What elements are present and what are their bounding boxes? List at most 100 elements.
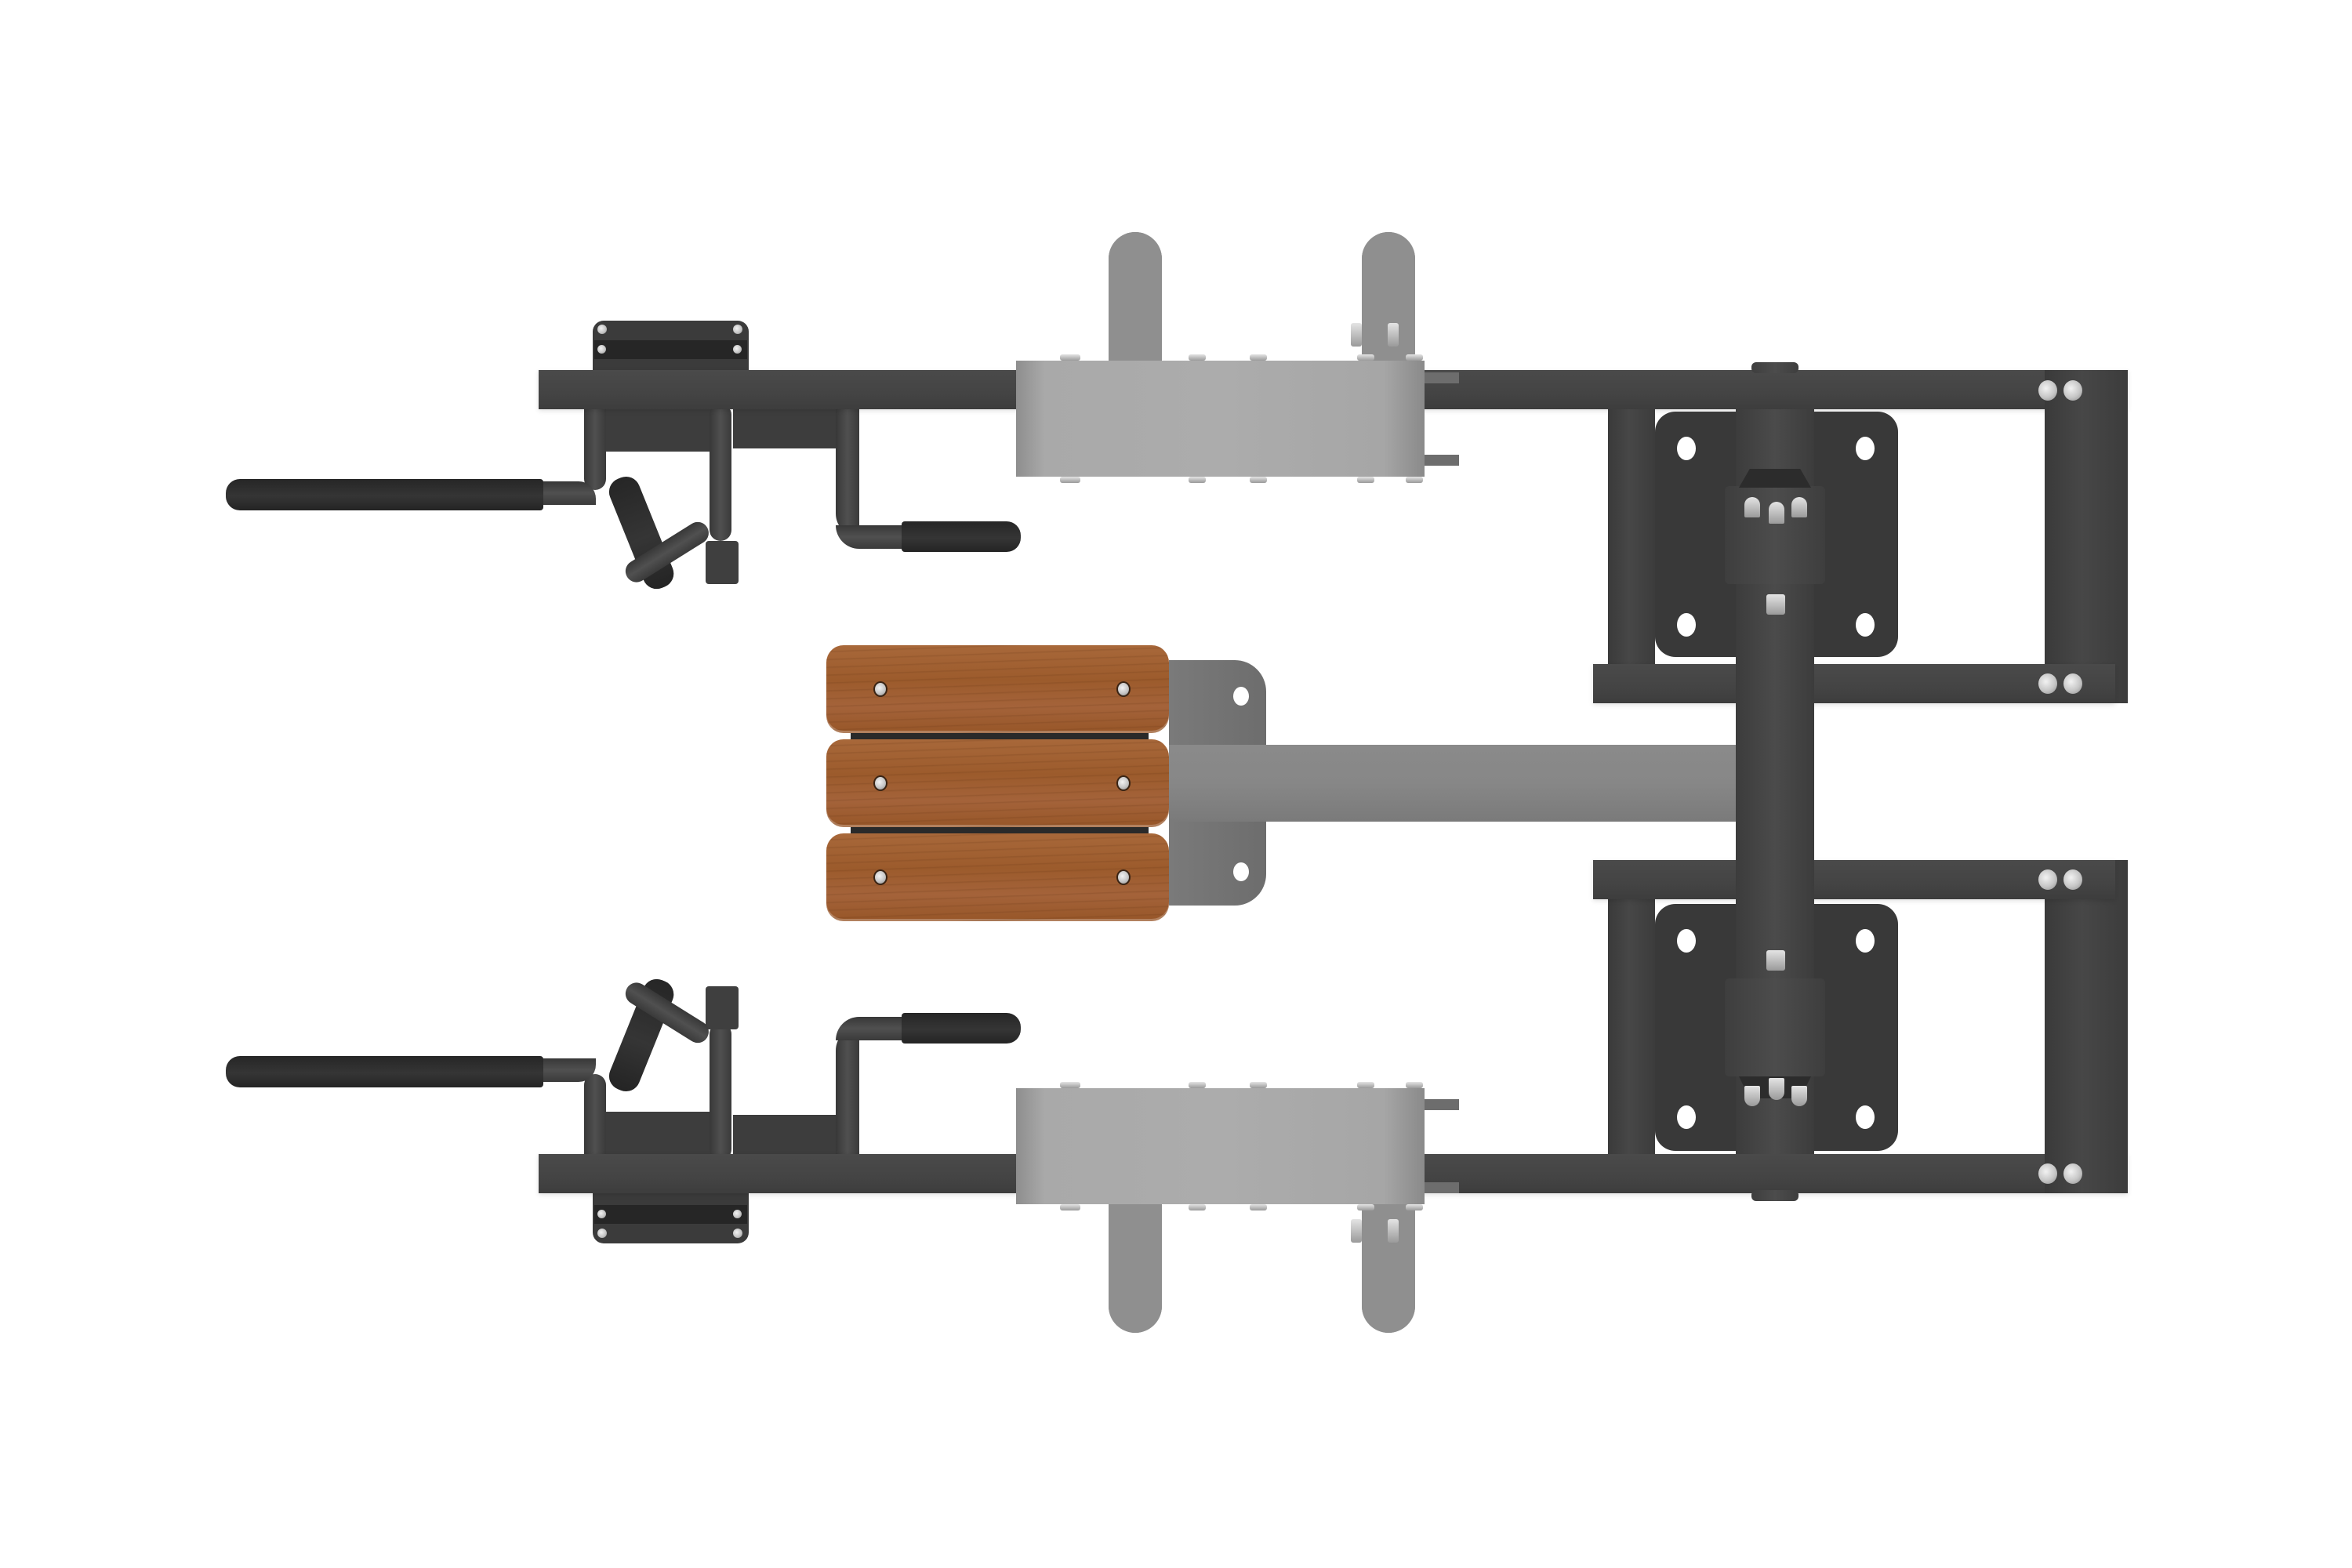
- rear-frame-right-post-top: [2045, 370, 2128, 703]
- bottom-clamp-block: [1725, 978, 1825, 1076]
- carriage-bolt: [1406, 1082, 1423, 1088]
- end-bolt: [2038, 1163, 2057, 1184]
- clamp-bolt: [1791, 1086, 1807, 1106]
- u-handle-nut: [1388, 1219, 1399, 1243]
- plate-hole: [1856, 613, 1875, 637]
- clamp-bolt: [1769, 1078, 1784, 1100]
- seat-slat-gap: [851, 732, 1149, 740]
- plate-hole: [1856, 1105, 1875, 1129]
- bottom-long-grip-tube: [533, 1058, 596, 1082]
- seat-slat: [826, 645, 1169, 733]
- carriage-bolt: [1060, 1082, 1080, 1088]
- carriage-bolt: [1406, 477, 1423, 483]
- carriage-bolt: [1357, 477, 1374, 483]
- top-clamp-wedge: [1739, 469, 1811, 488]
- bottom-sliding-carriage[interactable]: [1016, 1088, 1425, 1204]
- clamp-bolt: [1744, 497, 1760, 517]
- top-l-grip: [902, 521, 1021, 552]
- bottom-rail-bracket-strip: [594, 1205, 747, 1224]
- carriage-bolt: [1060, 1204, 1080, 1210]
- end-bolt: [2063, 1163, 2082, 1184]
- top-vertical-tube: [710, 404, 731, 541]
- u-handle-nut: [1351, 323, 1362, 347]
- plate-hole: [1677, 1105, 1696, 1129]
- u-handle-nut: [1388, 323, 1399, 347]
- lower-cross-bar: [1593, 860, 2115, 899]
- carriage-bolt: [1189, 354, 1206, 361]
- top-long-grip-tube: [533, 481, 596, 505]
- top-carriage-u-handle[interactable]: [1109, 232, 1162, 365]
- clamp-bolt: [1744, 1086, 1760, 1106]
- seat-bolt: [873, 681, 887, 697]
- clamp-bolt: [1766, 950, 1785, 971]
- top-vertical-tube: [584, 404, 606, 490]
- seat-bolt: [1116, 869, 1131, 885]
- bottom-carriage-end-stop: [1425, 1182, 1459, 1193]
- carriage-bolt: [1060, 354, 1080, 361]
- rear-frame-left-tube-bottom: [1608, 899, 1655, 1154]
- top-sliding-carriage[interactable]: [1016, 361, 1425, 477]
- seat-slat: [826, 833, 1169, 921]
- seat-bolt: [873, 775, 887, 791]
- top-clamp-block: [1725, 486, 1825, 584]
- bottom-l-grip-tube-bend: [836, 1017, 914, 1040]
- plate-hole: [1677, 437, 1696, 460]
- end-bolt: [2038, 380, 2057, 401]
- bottom-l-grip: [902, 1013, 1021, 1044]
- upper-cross-bar: [1593, 664, 2115, 703]
- top-under-rail-block: [606, 408, 712, 452]
- bottom-under-rail-block: [606, 1112, 712, 1156]
- end-bolt: [2038, 869, 2057, 890]
- carriage-bolt: [1250, 1204, 1267, 1210]
- carriage-bolt: [1357, 1082, 1374, 1088]
- seat-slat-gap: [851, 826, 1149, 834]
- clamp-bolt: [1791, 497, 1807, 517]
- end-bolt: [2063, 869, 2082, 890]
- plate-hole: [1677, 613, 1696, 637]
- plate-hole: [1677, 929, 1696, 953]
- carriage-bolt: [1357, 354, 1374, 361]
- carriage-bolt: [1406, 1204, 1423, 1210]
- bracket-bolt: [733, 1210, 742, 1218]
- seat-mount-hole: [1233, 862, 1249, 881]
- carriage-bolt: [1357, 1204, 1374, 1210]
- top-long-grip: [226, 479, 543, 510]
- seat-bolt: [1116, 681, 1131, 697]
- top-carriage-end-stop: [1425, 372, 1459, 383]
- end-bolt: [2038, 673, 2057, 694]
- carriage-bolt: [1189, 1204, 1206, 1210]
- u-handle-nut: [1351, 1219, 1362, 1243]
- top-carriage-end-stop: [1425, 455, 1459, 466]
- bracket-bolt: [597, 345, 606, 354]
- end-bolt: [2063, 380, 2082, 401]
- bottom-vertical-tube: [584, 1074, 606, 1160]
- seat-slat: [826, 739, 1169, 827]
- bottom-carriage-end-stop: [1425, 1099, 1459, 1110]
- rear-frame-left-tube-top: [1608, 409, 1655, 664]
- clamp-bolt: [1766, 594, 1785, 615]
- bracket-bolt: [733, 1229, 742, 1238]
- bottom-under-rail-block: [733, 1115, 839, 1156]
- seat-bolt: [873, 869, 887, 885]
- top-l-grip-tube-bend: [836, 525, 914, 549]
- clamp-bolt: [1769, 502, 1784, 524]
- seat-mount-hole: [1233, 687, 1249, 706]
- carriage-bolt: [1406, 354, 1423, 361]
- plate-hole: [1856, 929, 1875, 953]
- bottom-carriage-u-handle[interactable]: [1109, 1200, 1162, 1333]
- top-carriage-u-handle[interactable]: [1362, 232, 1415, 365]
- bracket-bolt: [733, 325, 742, 334]
- bracket-bolt: [597, 1210, 606, 1218]
- bracket-bolt: [597, 325, 607, 334]
- rear-frame-right-post-bottom: [2045, 860, 2128, 1193]
- carriage-bolt: [1250, 1082, 1267, 1088]
- bottom-pivot-cap: [1751, 1190, 1798, 1201]
- bottom-l-grip-tube: [836, 1027, 859, 1160]
- carriage-bolt: [1189, 1082, 1206, 1088]
- bracket-bolt: [733, 345, 742, 354]
- seat-bolt: [1116, 775, 1131, 791]
- seat-support-arm: [1169, 745, 1736, 822]
- plate-hole: [1856, 437, 1875, 460]
- top-pivot-cap: [1751, 362, 1798, 373]
